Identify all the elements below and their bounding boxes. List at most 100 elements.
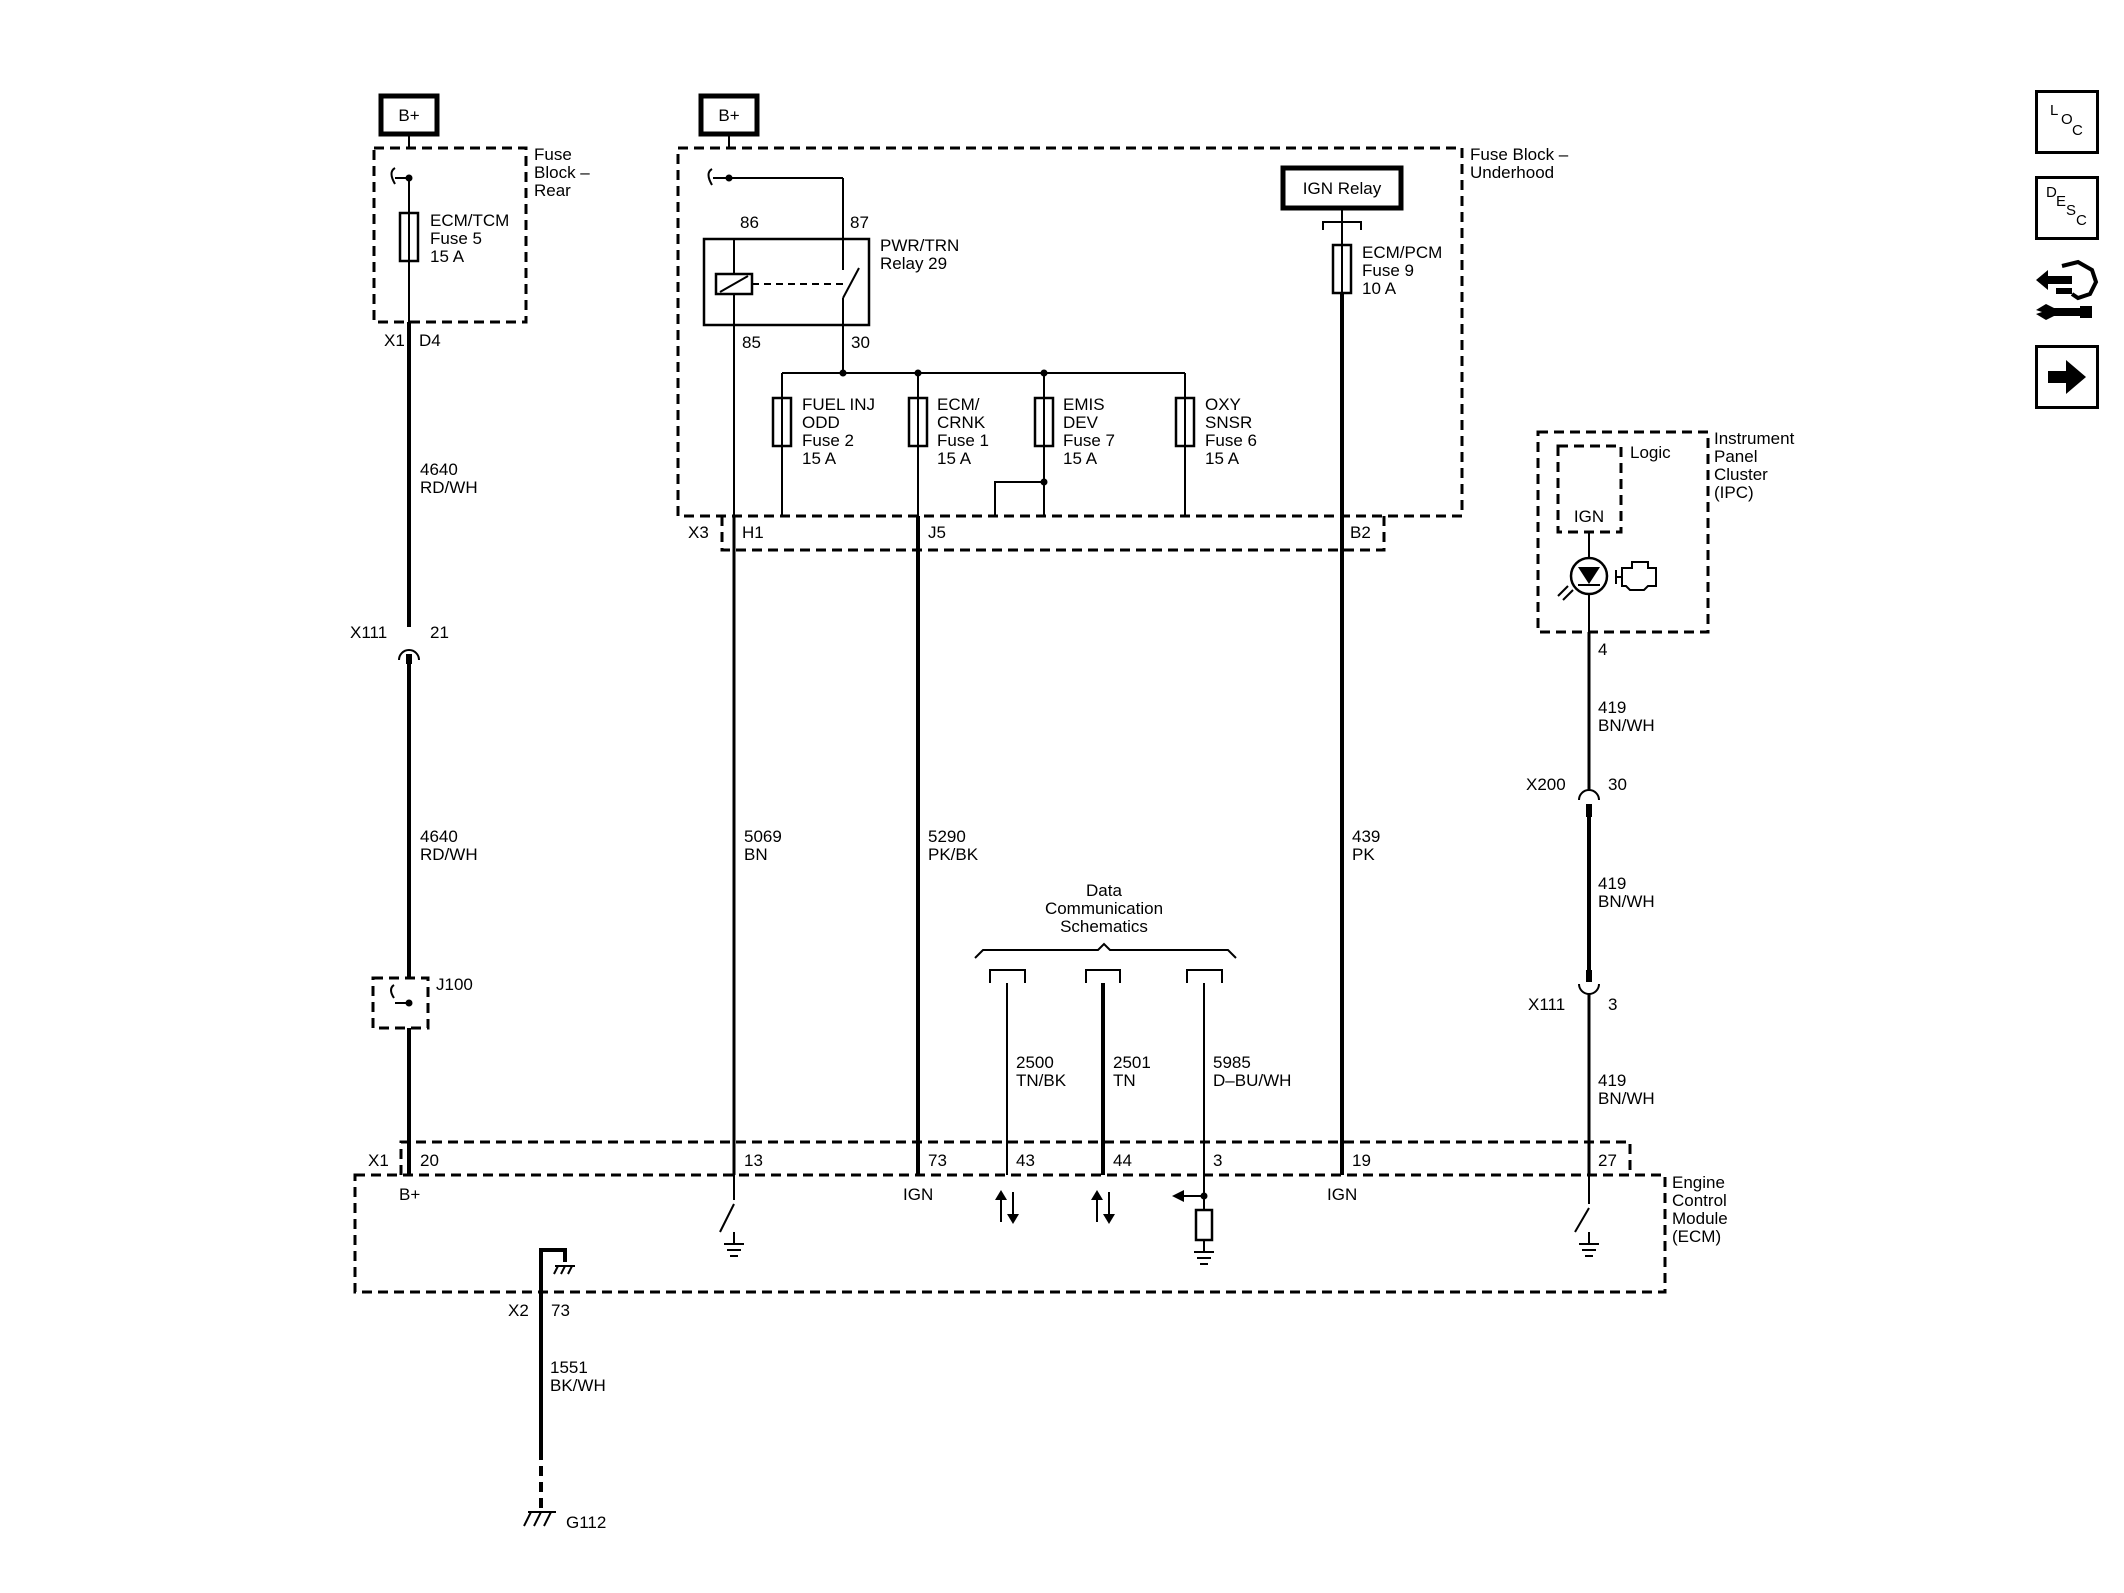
svg-text:4640: 4640 <box>420 460 458 479</box>
svg-text:ECM/TCM: ECM/TCM <box>430 211 509 230</box>
svg-text:2500: 2500 <box>1016 1053 1054 1072</box>
arrow-right-icon <box>2048 360 2086 394</box>
svg-text:ECM/: ECM/ <box>937 395 980 414</box>
fuse-emis-dev: EMIS DEV Fuse 7 15 A <box>994 369 1115 516</box>
fuse-block-rear: Fuse Block – Rear ECM/TCM Fuse 5 15 A X1… <box>372 145 590 350</box>
svg-text:21: 21 <box>430 623 449 642</box>
svg-text:IGN: IGN <box>903 1185 933 1204</box>
svg-text:15 A: 15 A <box>1205 449 1240 468</box>
svg-text:D: D <box>2046 184 2057 201</box>
svg-text:D–BU/WH: D–BU/WH <box>1213 1071 1291 1090</box>
svg-text:2501: 2501 <box>1113 1053 1151 1072</box>
svg-text:419: 419 <box>1598 1071 1626 1090</box>
svg-text:B2: B2 <box>1350 523 1371 542</box>
svg-text:87: 87 <box>850 213 869 232</box>
svg-text:TN: TN <box>1113 1071 1136 1090</box>
svg-text:Fuse 5: Fuse 5 <box>430 229 482 248</box>
svg-text:Fuse 2: Fuse 2 <box>802 431 854 450</box>
next-button[interactable] <box>2035 345 2099 409</box>
svg-text:CRNK: CRNK <box>937 413 986 432</box>
inline-connector-x111-left: X111 21 <box>350 623 449 664</box>
location-icon: L O C <box>2050 102 2083 139</box>
svg-text:30: 30 <box>1608 775 1627 794</box>
connector-wrench-icon <box>2036 259 2099 320</box>
svg-text:PK: PK <box>1352 845 1375 864</box>
svg-text:Rear: Rear <box>534 181 571 200</box>
svg-text:Fuse 1: Fuse 1 <box>937 431 989 450</box>
svg-text:Fuse 7: Fuse 7 <box>1063 431 1115 450</box>
svg-text:73: 73 <box>928 1151 947 1170</box>
svg-text:15 A: 15 A <box>937 449 972 468</box>
description-button[interactable]: D E S C <box>2035 176 2099 240</box>
location-button[interactable]: L O C <box>2035 90 2099 154</box>
svg-text:30: 30 <box>851 333 870 352</box>
svg-text:TN/BK: TN/BK <box>1016 1071 1067 1090</box>
svg-text:O: O <box>2061 111 2073 128</box>
svg-text:27: 27 <box>1598 1151 1617 1170</box>
svg-text:Logic: Logic <box>1630 443 1671 462</box>
bplus-source-right: B+ <box>698 93 760 137</box>
svg-text:Block –: Block – <box>534 163 590 182</box>
svg-text:EMIS: EMIS <box>1063 395 1105 414</box>
svg-text:3: 3 <box>1608 995 1617 1014</box>
svg-text:(ECM): (ECM) <box>1672 1227 1721 1246</box>
svg-text:X2: X2 <box>508 1301 529 1320</box>
fuse-oxy-snsr: OXY SNSR Fuse 6 15 A <box>1174 373 1257 516</box>
svg-text:Fuse: Fuse <box>534 145 572 164</box>
svg-text:IGN: IGN <box>1327 1185 1357 1204</box>
svg-text:G112: G112 <box>566 1513 606 1532</box>
svg-text:BN/WH: BN/WH <box>1598 716 1655 735</box>
svg-text:5290: 5290 <box>928 827 966 846</box>
svg-text:Data: Data <box>1086 881 1122 900</box>
bidirectional-arrow-icon <box>995 1190 1019 1224</box>
led-indicator-icon <box>1557 556 1609 601</box>
svg-text:419: 419 <box>1598 698 1626 717</box>
svg-text:D4: D4 <box>419 331 441 350</box>
svg-text:13: 13 <box>744 1151 763 1170</box>
inline-connector-x200: X200 30 <box>1526 775 1627 817</box>
bidirectional-arrow-icon <box>1091 1190 1115 1224</box>
diagnostic-tools-button[interactable] <box>2032 258 2102 330</box>
connector-x3: X3 H1 J5 B2 <box>688 516 1386 552</box>
svg-text:B+: B+ <box>399 1185 420 1204</box>
svg-text:E: E <box>2056 193 2066 210</box>
svg-text:X1: X1 <box>384 331 405 350</box>
chassis-ground-icon <box>553 1265 575 1275</box>
svg-text:Schematics: Schematics <box>1060 917 1148 936</box>
svg-text:44: 44 <box>1113 1151 1132 1170</box>
svg-text:J100: J100 <box>436 975 473 994</box>
svg-text:Control: Control <box>1672 1191 1727 1210</box>
svg-text:15 A: 15 A <box>1063 449 1098 468</box>
svg-text:Engine: Engine <box>1672 1173 1725 1192</box>
svg-text:Communication: Communication <box>1045 899 1163 918</box>
svg-text:BN: BN <box>744 845 768 864</box>
svg-text:BN/WH: BN/WH <box>1598 1089 1655 1108</box>
ign-relay-box: IGN Relay <box>1280 165 1404 211</box>
svg-text:Instrument: Instrument <box>1714 429 1795 448</box>
svg-text:43: 43 <box>1016 1151 1035 1170</box>
svg-text:BK/WH: BK/WH <box>550 1376 606 1395</box>
svg-text:20: 20 <box>420 1151 439 1170</box>
svg-text:3: 3 <box>1213 1151 1222 1170</box>
svg-text:SNSR: SNSR <box>1205 413 1252 432</box>
svg-text:OXY: OXY <box>1205 395 1241 414</box>
svg-text:B+: B+ <box>398 106 419 125</box>
svg-text:Fuse Block –: Fuse Block – <box>1470 145 1569 164</box>
wiring-diagram: B+ B+ Fuse Block – Rear ECM/TCM Fuse 5 1… <box>350 93 1795 1532</box>
data-communication-schematics: Data Communication Schematics <box>974 881 1237 983</box>
splice-j100: J100 <box>371 975 473 1030</box>
svg-text:439: 439 <box>1352 827 1380 846</box>
svg-text:X111: X111 <box>1528 995 1565 1014</box>
svg-text:RD/WH: RD/WH <box>420 478 478 497</box>
instrument-panel-cluster: Instrument Panel Cluster (IPC) Logic IGN… <box>1536 429 1795 659</box>
svg-text:C: C <box>2076 212 2087 229</box>
svg-text:ECM/PCM: ECM/PCM <box>1362 243 1442 262</box>
relay-pwr-trn: 86 87 PWR/TRN Relay 29 85 30 <box>702 213 959 352</box>
svg-text:86: 86 <box>740 213 759 232</box>
svg-text:H1: H1 <box>742 523 764 542</box>
svg-text:RD/WH: RD/WH <box>420 845 478 864</box>
svg-text:IGN: IGN <box>1574 507 1604 526</box>
svg-text:BN/WH: BN/WH <box>1598 892 1655 911</box>
bplus-source-left: B+ <box>378 93 440 137</box>
svg-text:15 A: 15 A <box>802 449 837 468</box>
